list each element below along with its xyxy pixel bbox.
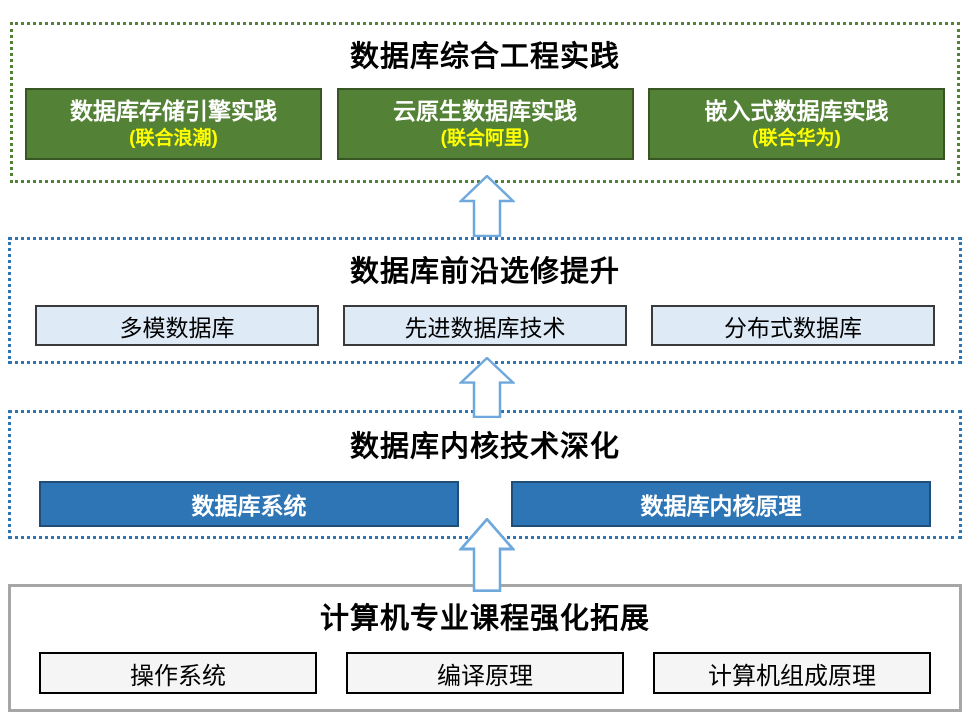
- tier-kernel-deepening-row: 数据库系统 数据库内核原理: [39, 481, 931, 527]
- up-arrow-icon: [459, 518, 515, 592]
- up-arrow-icon: [459, 175, 515, 237]
- tier-frontier-electives: 数据库前沿选修提升 多模数据库 先进数据库技术 分布式数据库: [8, 237, 962, 364]
- course-box-advanced-db-tech: 先进数据库技术: [343, 305, 627, 346]
- course-box-compiler-principles: 编译原理: [346, 652, 624, 694]
- course-box-database-systems: 数据库系统: [39, 481, 459, 527]
- tier-engineering-practice-title: 数据库综合工程实践: [349, 41, 620, 73]
- course-label: 操作系统: [130, 662, 226, 690]
- course-box-computer-organization: 计算机组成原理: [653, 652, 931, 694]
- tier-engineering-practice: 数据库综合工程实践 数据库存储引擎实践 (联合浪潮) 云原生数据库实践 (联合阿…: [10, 22, 960, 183]
- course-box-cloud-native: 云原生数据库实践 (联合阿里): [336, 88, 634, 160]
- course-label: 数据库存储引擎实践: [70, 98, 277, 124]
- course-partner-label: (联合阿里): [440, 128, 530, 149]
- course-label: 计算机组成原理: [708, 662, 876, 690]
- course-label: 数据库内核原理: [640, 493, 802, 519]
- tier-kernel-deepening: 数据库内核技术深化 数据库系统 数据库内核原理: [8, 410, 962, 539]
- course-label: 云原生数据库实践: [393, 98, 577, 124]
- tier-engineering-practice-row: 数据库存储引擎实践 (联合浪潮) 云原生数据库实践 (联合阿里) 嵌入式数据库实…: [25, 88, 945, 160]
- tier-cs-foundation-title: 计算机专业课程强化拓展: [319, 603, 650, 635]
- course-box-distributed-db: 分布式数据库: [651, 305, 935, 346]
- course-partner-label: (联合华为): [752, 128, 841, 149]
- course-box-kernel-principles: 数据库内核原理: [511, 481, 931, 527]
- tier-cs-foundation: 计算机专业课程强化拓展 操作系统 编译原理 计算机组成原理: [8, 584, 962, 712]
- course-box-embedded-db: 嵌入式数据库实践 (联合华为): [648, 88, 945, 160]
- tier-cs-foundation-row: 操作系统 编译原理 计算机组成原理: [39, 652, 931, 694]
- course-label: 数据库系统: [191, 493, 307, 519]
- tier-kernel-deepening-title: 数据库内核技术深化: [349, 431, 620, 463]
- course-box-storage-engine: 数据库存储引擎实践 (联合浪潮): [25, 88, 322, 160]
- course-label: 分布式数据库: [724, 314, 862, 341]
- course-label: 嵌入式数据库实践: [704, 98, 889, 124]
- course-box-operating-systems: 操作系统: [39, 652, 317, 694]
- course-label: 多模数据库: [119, 314, 235, 341]
- course-label: 先进数据库技术: [404, 314, 566, 341]
- course-label: 编译原理: [437, 662, 533, 690]
- up-arrow-icon: [459, 357, 515, 418]
- course-box-multimodel-db: 多模数据库: [35, 305, 319, 346]
- course-partner-label: (联合浪潮): [129, 128, 218, 149]
- tier-frontier-electives-row: 多模数据库 先进数据库技术 分布式数据库: [35, 305, 935, 346]
- tier-frontier-electives-title: 数据库前沿选修提升: [349, 256, 620, 288]
